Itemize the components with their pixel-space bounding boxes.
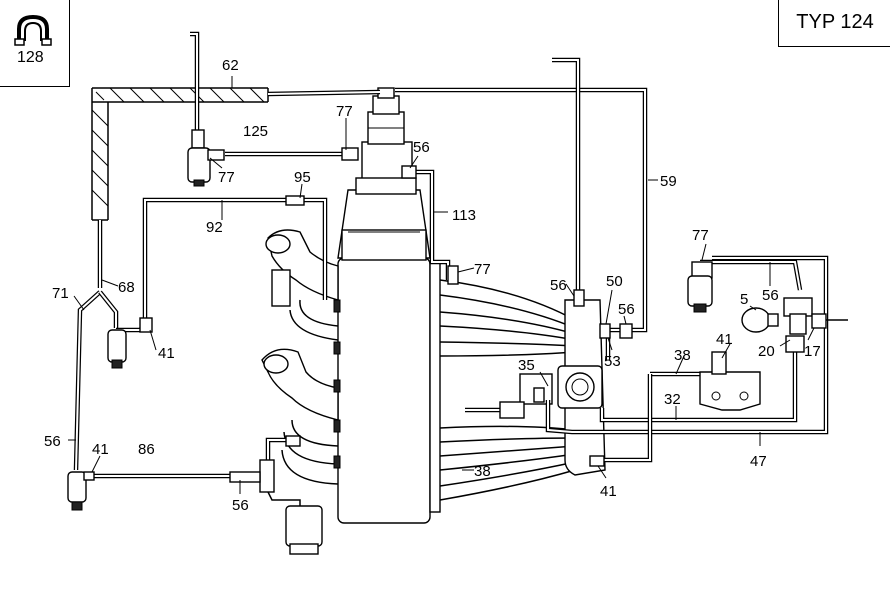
callout-77-right: 77 xyxy=(692,227,709,244)
callout-56-top: 56 xyxy=(413,139,430,156)
type-label: TYP 124 xyxy=(796,11,874,33)
throttle-body xyxy=(519,365,603,409)
callout-56-right: 56 xyxy=(550,277,567,294)
callout-56-right-2: 56 xyxy=(618,301,635,318)
callout-56-far-right: 56 xyxy=(762,287,779,304)
callout-68: 68 xyxy=(118,279,135,296)
callout-77-top: 77 xyxy=(336,103,353,120)
callout-92: 92 xyxy=(206,219,223,236)
callout-41-left: 41 xyxy=(158,345,175,362)
type-label-box: TYP 124 xyxy=(778,0,890,47)
callout-41-bottom-left: 41 xyxy=(92,441,109,458)
callout-125: 125 xyxy=(243,123,268,140)
callout-53: 53 xyxy=(604,353,621,370)
callout-56-left: 56 xyxy=(44,433,61,450)
callout-32: 32 xyxy=(664,391,681,408)
bracket-41 xyxy=(699,351,761,411)
callout-77-mid: 77 xyxy=(474,261,491,278)
callout-38-bottom: 38 xyxy=(474,463,491,480)
callout-35: 35 xyxy=(518,357,535,374)
valve-right-top xyxy=(687,261,713,313)
callout-77-left: 77 xyxy=(218,169,235,186)
t-connectors xyxy=(139,147,805,467)
engine-block xyxy=(337,189,441,524)
callout-38-right: 38 xyxy=(674,347,691,364)
callout-labels: 62 125 77 77 77 56 113 59 95 92 68 71 41… xyxy=(44,57,821,514)
callout-41-bottom-right: 41 xyxy=(600,483,617,500)
callout-86: 86 xyxy=(138,441,155,458)
callout-20: 20 xyxy=(758,343,775,360)
hose-lines xyxy=(73,31,829,479)
callout-59: 59 xyxy=(660,173,677,190)
hose-62-insulated xyxy=(91,87,269,221)
reference-box: 128 xyxy=(0,0,70,87)
hose-clamp-icon xyxy=(14,14,52,46)
callout-95: 95 xyxy=(294,169,311,186)
callout-56-bottom: 56 xyxy=(232,497,249,514)
callout-50: 50 xyxy=(606,273,623,290)
callout-71: 71 xyxy=(52,285,69,302)
thermo-valve-left-mid xyxy=(107,329,127,369)
vacuum-canister xyxy=(229,459,323,555)
callout-17: 17 xyxy=(804,343,821,360)
thermo-valve-left-bottom xyxy=(67,471,95,511)
thermo-valve-left-top xyxy=(187,129,225,187)
distributor xyxy=(355,87,417,195)
exhaust-manifold xyxy=(261,229,341,485)
callout-5: 5 xyxy=(740,291,748,308)
leader-lines xyxy=(68,76,815,494)
callout-41-bracket: 41 xyxy=(716,331,733,348)
reference-number: 128 xyxy=(17,49,44,66)
control-valve-right xyxy=(783,297,848,335)
callout-47: 47 xyxy=(750,453,767,470)
callout-62: 62 xyxy=(222,57,239,74)
callout-113: 113 xyxy=(452,207,476,224)
vacuum-switch-5 xyxy=(741,307,779,333)
